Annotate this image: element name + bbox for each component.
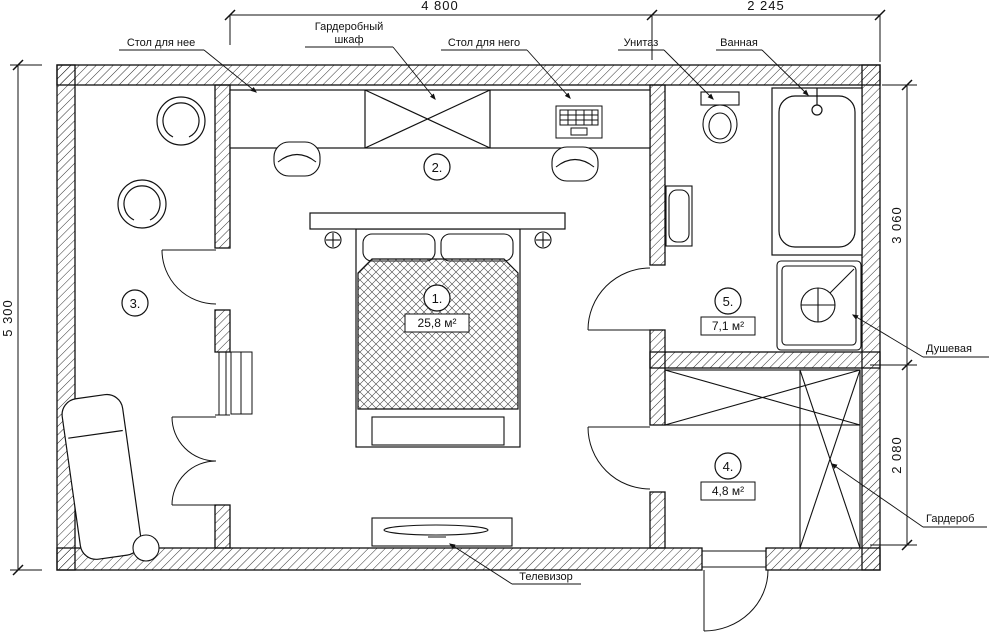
label-shower: Душевая bbox=[926, 343, 972, 355]
headboard-shelf bbox=[309, 212, 566, 230]
balcony-window bbox=[215, 351, 230, 416]
room-5-area: 7,1 м² bbox=[712, 319, 744, 333]
wall-center-b bbox=[649, 329, 666, 426]
bed bbox=[309, 212, 566, 448]
balcony-door-upper bbox=[161, 249, 217, 305]
wall-left bbox=[56, 64, 76, 571]
dim-right-lower: 2 080 bbox=[889, 436, 904, 474]
room-5-number: 5. bbox=[723, 294, 734, 309]
room-marker-3: 3. bbox=[121, 289, 149, 317]
label-wardrobe-cabinet-1: Гардеробный bbox=[315, 21, 384, 33]
wall-balcony-a bbox=[214, 84, 231, 249]
desk-chair-her bbox=[273, 141, 321, 177]
balcony-chair-1 bbox=[156, 96, 206, 146]
blanket bbox=[357, 258, 519, 410]
bedside-lamp-left bbox=[324, 231, 342, 249]
radiator bbox=[230, 351, 253, 415]
doors bbox=[161, 249, 769, 632]
label-wardrobe: Гардероб bbox=[926, 513, 974, 525]
dimension-lines bbox=[10, 9, 917, 576]
room-marker-5: 5. 7,1 м² bbox=[700, 287, 756, 336]
bed-bench bbox=[371, 416, 505, 446]
label-toilet: Унитаз bbox=[624, 37, 659, 49]
tv-console bbox=[371, 517, 513, 547]
wall-bottom-right bbox=[765, 547, 881, 571]
wall-center-a bbox=[649, 84, 666, 266]
room-2-number: 2. bbox=[432, 160, 443, 175]
bedside-lamp-right bbox=[534, 231, 552, 249]
toilet-fixture bbox=[700, 91, 740, 144]
wardrobe-door bbox=[587, 426, 651, 490]
room-4-area: 4,8 м² bbox=[712, 484, 744, 498]
label-desk-her: Стол для нее bbox=[127, 37, 195, 49]
sunbed bbox=[61, 393, 142, 560]
label-desk-him: Стол для него bbox=[448, 37, 520, 49]
wall-right bbox=[861, 64, 881, 571]
entrance-door bbox=[702, 550, 769, 632]
room-4-number: 4. bbox=[723, 459, 734, 474]
wall-balcony-c bbox=[214, 504, 231, 549]
dim-top-right: 2 245 bbox=[747, 0, 785, 13]
balcony-chair-2 bbox=[117, 179, 167, 229]
room-1-number: 1. bbox=[432, 291, 443, 306]
room-marker-2: 2. bbox=[423, 153, 451, 181]
room-3-number: 3. bbox=[130, 296, 141, 311]
dim-left: 5 300 bbox=[0, 299, 15, 337]
shower-tray bbox=[776, 260, 862, 351]
dim-top-left: 4 800 bbox=[421, 0, 459, 13]
wall-bath-wardrobe bbox=[649, 351, 881, 369]
label-bath: Ванная bbox=[720, 37, 758, 49]
desk-chair-him bbox=[551, 146, 599, 182]
dim-right-upper: 3 060 bbox=[889, 206, 904, 244]
wall-center-c bbox=[649, 491, 666, 549]
label-wardrobe-cabinet-2: шкаф bbox=[334, 34, 363, 46]
label-tv: Телевизор bbox=[519, 571, 573, 583]
wall-top bbox=[56, 64, 881, 86]
wall-bottom-left bbox=[56, 547, 703, 571]
room-marker-4: 4. 4,8 м² bbox=[700, 452, 756, 501]
bathtub bbox=[771, 87, 863, 256]
bathroom-door bbox=[587, 267, 651, 331]
laptop bbox=[555, 105, 603, 139]
wall-balcony-b bbox=[214, 309, 231, 353]
wardrobe-units bbox=[664, 369, 861, 549]
tv-screen bbox=[383, 524, 489, 536]
pillow-right bbox=[440, 233, 514, 262]
room-marker-1: 1. 25,8 м² bbox=[404, 284, 470, 333]
room-1-area: 25,8 м² bbox=[418, 316, 457, 330]
sink bbox=[665, 185, 693, 247]
leader-lines bbox=[119, 46, 989, 585]
balcony-door-double bbox=[171, 416, 217, 506]
balcony-table bbox=[132, 534, 160, 562]
pillow-left bbox=[362, 233, 436, 262]
